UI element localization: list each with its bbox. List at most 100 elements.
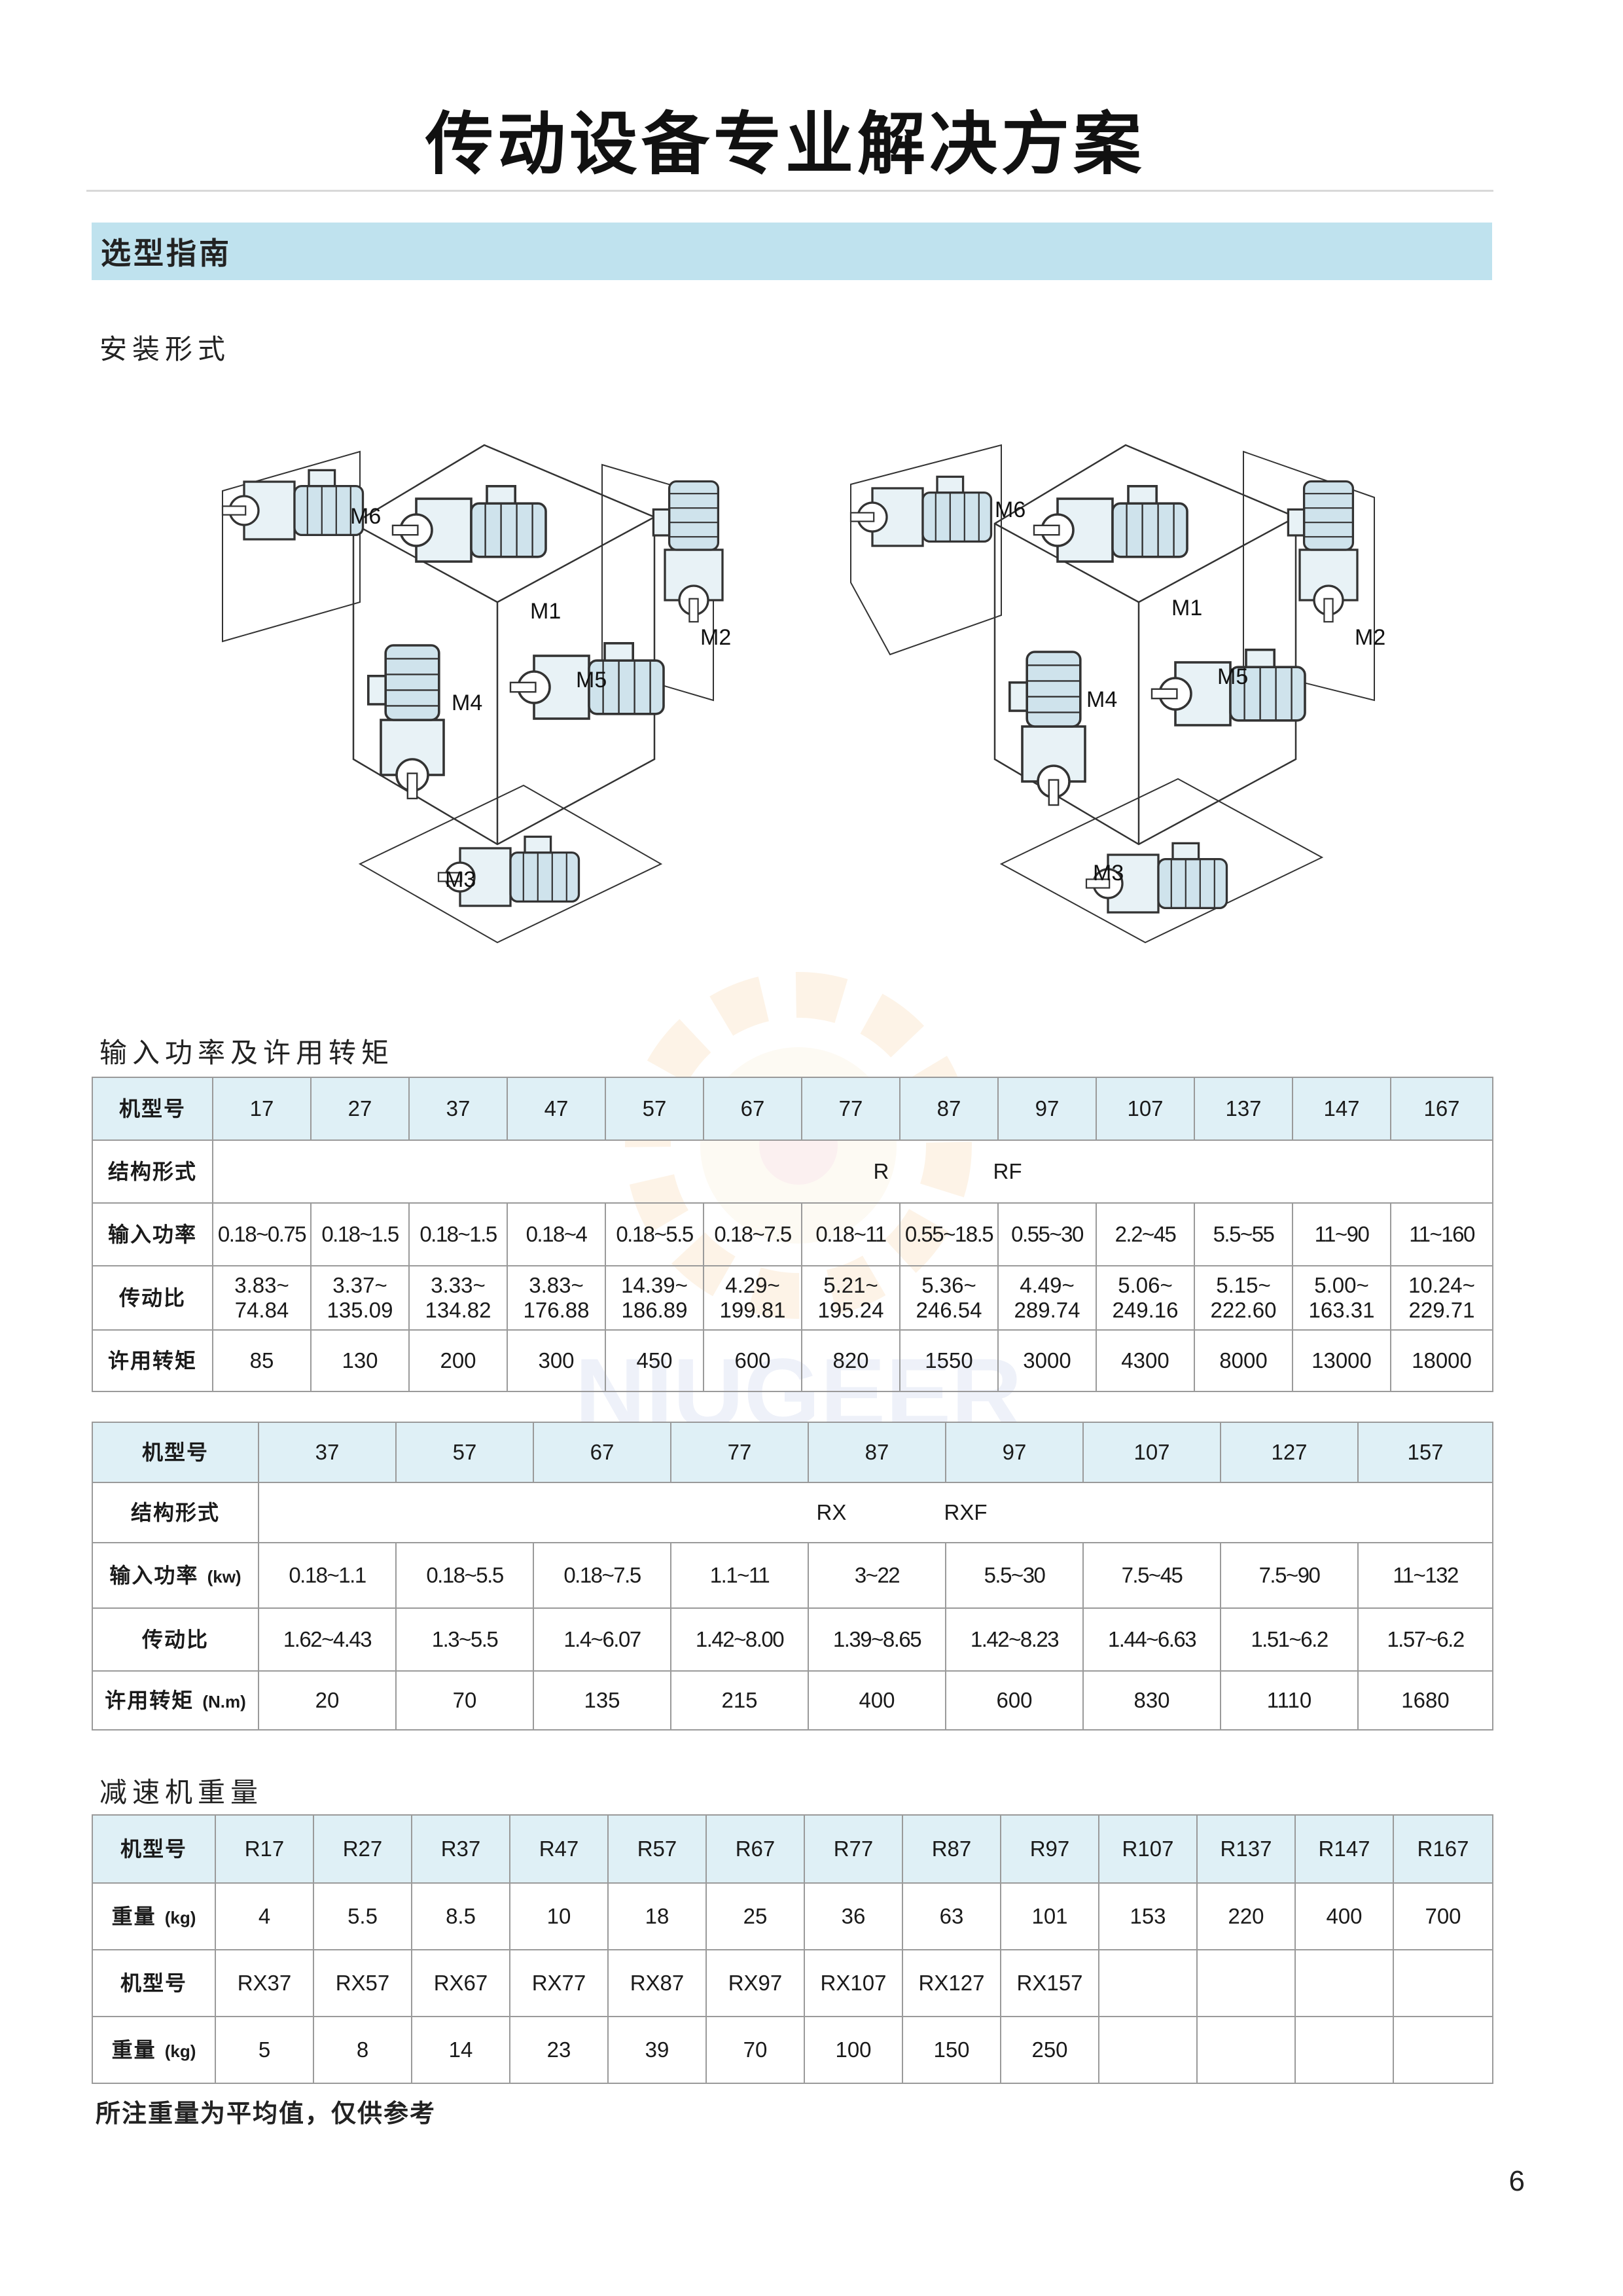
weight-rx-model-cell [1196,1949,1296,2017]
weight-rx-value-cell: 8 [313,2016,412,2084]
r-power-cell: 0.55~18.5 [899,1202,999,1266]
weight-rx-value-cell: 23 [509,2016,609,2084]
rx-power-cell: 3~22 [808,1542,946,1609]
r-structure-rf: RF [993,1159,1022,1184]
rx-torque-label-cell: 许用转矩 (N.m) [92,1670,259,1731]
r-torque-cell: 18000 [1390,1329,1493,1392]
r-structure-label: 结构形式 [92,1139,213,1204]
rx-ratio-cell: 1.42~8.23 [945,1607,1084,1672]
weight-r-model-cell: R27 [313,1814,412,1884]
rx-ratio-cell: 1.39~8.65 [808,1607,946,1672]
r-model-cell: 57 [605,1077,704,1141]
weight-rx-value-cell: 5 [215,2016,314,2084]
r-power-label: 输入功率 [92,1202,213,1266]
weight-label-2: 重量 [111,2037,156,2062]
r-ratio-cell: 3.83~74.84 [212,1265,312,1331]
rx-torque-cell: 135 [533,1670,671,1731]
mount-label-m3-left: M3 [445,867,476,892]
r-torque-cell: 450 [605,1329,704,1392]
r-ratio-cell: 3.33~134.82 [408,1265,508,1331]
r-ratio-cell: 5.06~249.16 [1096,1265,1195,1331]
rx-model-cell: 87 [808,1422,946,1483]
mount-label-m5-right: M5 [1217,664,1248,689]
r-torque-cell: 85 [212,1329,312,1392]
mounting-group-left: M6 M1 M2 M4 M5 M3 [221,444,731,944]
rx-ratio-cell: 1.44~6.63 [1082,1607,1221,1672]
r-model-cell: 37 [408,1077,508,1141]
r-structure-values: R RF [212,1139,1493,1204]
r-ratio-cell: 3.37~135.09 [310,1265,410,1331]
r-torque-cell: 130 [310,1329,410,1392]
weight-unit-2: (kg) [164,2041,196,2061]
r-ratio-top: 14.39~ [621,1273,688,1298]
rx-torque-row: 许用转矩 (N.m) 20 70 135 215 400 600 830 111… [92,1670,1493,1731]
weight-label: 重量 [111,1903,156,1929]
weight-r-value-cell: 700 [1393,1882,1493,1950]
r-model-cell: 167 [1390,1077,1493,1141]
rx-model-cell: 37 [258,1422,397,1483]
mount-label-m4-right: M4 [1086,687,1117,712]
rx-power-label-cell: 输入功率 (kw) [92,1542,259,1609]
title-divider [86,190,1493,192]
weight-r-value-cell: 25 [705,1882,805,1950]
weight-label-cell: 重量 (kg) [92,1882,216,1950]
rx-power-cell: 11~132 [1357,1542,1493,1609]
weight-rx-model-cell: RX57 [313,1949,412,2017]
r-torque-cell: 200 [408,1329,508,1392]
weight-rx-model-cell: RX37 [215,1949,314,2017]
r-table-header-row: 机型号 17 27 37 47 57 67 77 87 97 107 137 1… [92,1077,1493,1141]
weight-r-value-cell: 400 [1294,1882,1394,1950]
weight-r-model-cell: R37 [411,1814,510,1884]
weight-rx-value-cell [1294,2016,1394,2084]
r-torque-cell: 820 [801,1329,901,1392]
weight-rx-value-cell: 100 [804,2016,903,2084]
rx-torque-cell: 70 [395,1670,534,1731]
r-model-cell: 87 [899,1077,999,1141]
r-model-cell: 97 [997,1077,1097,1141]
rx-ratio-label: 传动比 [92,1607,259,1672]
r-power-cell: 0.18~7.5 [703,1202,802,1266]
r-series-spec-table: 机型号 17 27 37 47 57 67 77 87 97 107 137 1… [92,1077,1493,1392]
weight-rx-model-cell: RX87 [607,1949,707,2017]
r-ratio-bottom: 222.60 [1210,1298,1277,1322]
rx-structure-rx: RX [816,1500,847,1525]
weight-r-model-cell: R67 [705,1814,805,1884]
weight-r-value-cell: 10 [509,1882,609,1950]
mounting-diagram: M6 M1 M2 M4 M5 M3 M6 M1 M2 M4 M5 M3 [221,444,1385,944]
page-title: 传动设备专业解决方案 [425,103,1145,184]
rx-torque-cell: 1110 [1220,1670,1359,1731]
weight-rx-value-cell [1098,2016,1198,2084]
r-model-cell: 137 [1194,1077,1293,1141]
rx-model-cell: 77 [670,1422,809,1483]
r-ratio-bottom: 186.89 [621,1298,688,1322]
r-ratio-top: 3.83~ [234,1273,289,1298]
rx-structure-values: RX RXF [258,1482,1493,1543]
rx-ratio-cell: 1.3~5.5 [395,1607,534,1672]
r-ratio-top: 5.21~ [823,1273,878,1298]
weight-r-model-cell: R87 [902,1814,1001,1884]
mount-label-m1-left: M1 [530,599,561,624]
r-ratio-bottom: 74.84 [234,1298,289,1322]
r-ratio-cell: 5.36~246.54 [899,1265,999,1331]
r-ratio-cell: 14.39~186.89 [605,1265,704,1331]
r-power-cell: 11~160 [1390,1202,1493,1266]
r-power-cell: 11~90 [1292,1202,1391,1266]
rx-power-cell: 5.5~30 [945,1542,1084,1609]
weight-r-value-cell: 101 [1000,1882,1099,1950]
weight-rx-value-cell: 150 [902,2016,1001,2084]
rx-ratio-row: 传动比 1.62~4.43 1.3~5.5 1.4~6.07 1.42~8.00… [92,1607,1493,1672]
r-ratio-top: 5.06~ [1118,1273,1173,1298]
r-torque-row: 许用转矩 85 130 200 300 450 600 820 1550 300… [92,1329,1493,1392]
r-torque-cell: 4300 [1096,1329,1195,1392]
weight-rx-model-cell: RX77 [509,1949,609,2017]
rx-header-label: 机型号 [92,1422,259,1483]
r-ratio-cell: 4.29~199.81 [703,1265,802,1331]
rx-structure-rxf: RXF [944,1500,988,1525]
weight-model-label: 机型号 [92,1814,216,1884]
r-power-cell: 0.18~1.5 [408,1202,508,1266]
weight-r-value-cell: 8.5 [411,1882,510,1950]
weight-r-model-cell: R97 [1000,1814,1099,1884]
rx-torque-label: 许用转矩 [105,1687,194,1713]
weight-rx-value-cell [1196,2016,1296,2084]
r-torque-cell: 300 [507,1329,606,1392]
